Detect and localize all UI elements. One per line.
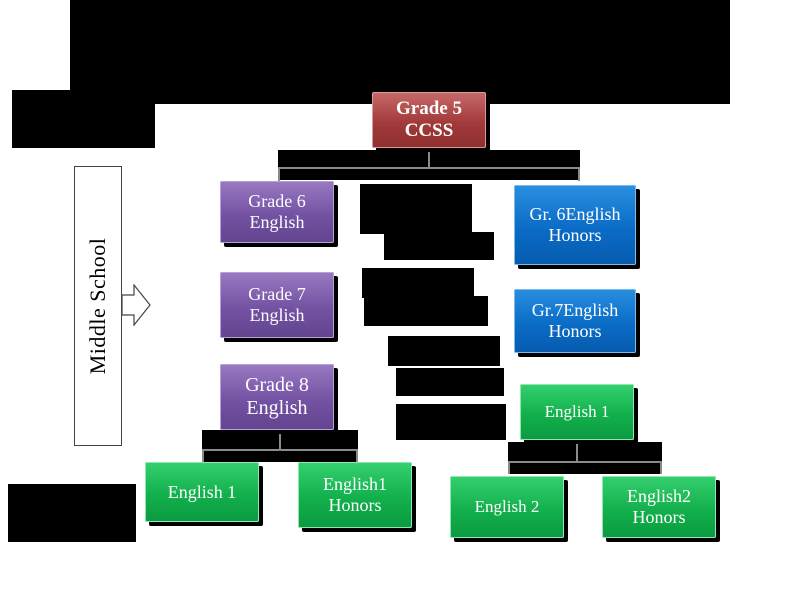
node-english2-honors: English2 Honors [602,476,716,538]
redacted-label-top-left [12,90,155,148]
connector-band-right [508,442,662,474]
connector-line [508,461,510,474]
connector-line [578,167,580,181]
node-gr6-english-honors: Gr. 6English Honors [514,185,636,265]
connector-line [660,461,662,474]
middle-school-label: Middle School [74,166,122,446]
middle-school-text: Middle School [85,237,110,375]
connector-line [508,461,662,463]
node-grade7-english: Grade 7 English [220,272,334,338]
connector-line [202,449,204,462]
redacted-center-2a [362,268,474,298]
connector-line [279,430,281,450]
redacted-center-5 [396,404,506,440]
redacted-center-2b [364,296,488,326]
node-grade5-ccss: Grade 5 CCSS [372,92,486,148]
node-english1-left: English 1 [145,462,259,522]
connector-line [576,442,578,462]
redacted-label-bottom-left [8,484,136,542]
node-english1-honors: English1 Honors [298,462,412,528]
node-gr7-english-honors: Gr.7English Honors [514,289,636,353]
redacted-title [70,0,730,104]
node-english2: English 2 [450,476,564,538]
redacted-center-4 [396,368,504,396]
right-arrow-icon [122,284,151,326]
connector-line [428,150,430,168]
connector-line [278,167,280,181]
redacted-center-1a [360,184,472,234]
redacted-center-3 [388,336,500,366]
redacted-center-1b [384,232,494,260]
node-grade6-english: Grade 6 English [220,181,334,243]
node-english1-right: English 1 [520,384,634,440]
node-grade8-english: Grade 8 English [220,364,334,430]
connector-line [356,449,358,462]
connector-line [202,449,358,451]
connector-line [278,167,580,169]
